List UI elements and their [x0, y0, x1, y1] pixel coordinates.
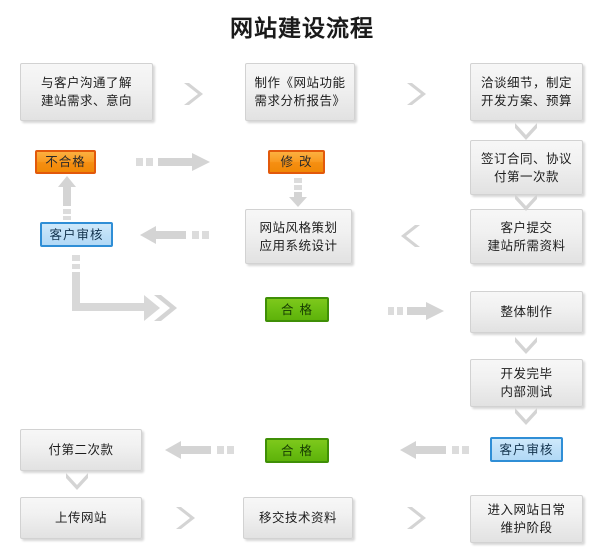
process-node-4: 签订合同、协议 付第一次款 [470, 140, 583, 195]
page-title: 网站建设流程 [230, 16, 374, 42]
node-line: 移交技术资料 [258, 510, 337, 525]
node-line: 应用系统设计 [259, 237, 338, 253]
status-badge-modify: 修 改 [268, 150, 325, 174]
process-node-3: 洽谈细节，制定 开发方案、预算 [470, 63, 583, 121]
process-node-12: 进入网站日常 维护阶段 [470, 495, 583, 543]
node-line: 洽谈细节，制定 [480, 75, 572, 90]
status-badge-client-review-2: 客户审核 [490, 437, 563, 462]
status-badge-client-review-1: 客户审核 [40, 222, 113, 247]
node-line: 维护阶段 [500, 520, 553, 535]
node-line: 内部测试 [500, 384, 553, 399]
node-line: 进入网站日常 [487, 502, 566, 517]
connector-chevron-right-1 [180, 80, 206, 108]
node-line: 制作《网站功能 [254, 75, 346, 90]
connector-arrow-right-modify [136, 151, 212, 173]
connector-chevron-down-5 [63, 469, 91, 493]
node-line: 网站风格策划 [259, 219, 338, 235]
connector-arrow-left-pass2 [400, 439, 478, 461]
connector-chevron-down-1 [512, 119, 540, 143]
node-line: 付第一次款 [493, 168, 559, 184]
process-node-7: 整体制作 [470, 291, 583, 333]
node-line: 开发完毕 [500, 366, 553, 381]
connector-chevron-down-4 [512, 404, 540, 428]
node-line: 上传网站 [54, 510, 107, 525]
node-line: 与客户沟通了解 [40, 75, 132, 90]
process-node-2: 制作《网站功能 需求分析报告》 [245, 63, 355, 121]
node-line: 客户提交 [500, 219, 553, 235]
process-node-9: 付第二次款 [20, 429, 142, 471]
process-node-10: 上传网站 [20, 497, 142, 539]
connector-chevron-down-3 [512, 333, 540, 357]
node-line: 建站所需资料 [487, 237, 566, 253]
connector-chevron-right-4 [403, 504, 429, 532]
status-badge-pass-2: 合 格 [265, 438, 329, 463]
node-line: 整体制作 [500, 304, 553, 319]
status-badge-fail: 不合格 [35, 150, 96, 174]
connector-chevron-down-2 [512, 190, 540, 214]
process-node-5: 客户提交 建站所需资料 [470, 209, 583, 264]
connector-arrow-up-fail [56, 176, 78, 220]
process-node-8: 开发完毕 内部测试 [470, 359, 583, 407]
connector-chevron-right-2 [403, 80, 429, 108]
node-line: 签订合同、协议 [480, 150, 572, 166]
status-badge-pass-1: 合 格 [265, 297, 329, 322]
process-node-11: 移交技术资料 [243, 497, 353, 539]
connector-arrow-right-produce [388, 300, 446, 322]
connector-chevron-left-1 [398, 221, 424, 251]
node-line: 建站需求、意向 [40, 93, 132, 108]
process-node-6: 网站风格策划 应用系统设计 [245, 209, 352, 264]
connector-arrow-left-payment2 [165, 439, 243, 461]
connector-arrow-down-modify [287, 178, 309, 208]
process-node-1: 与客户沟通了解 建站需求、意向 [20, 63, 153, 121]
connector-arrow-left-review [140, 224, 220, 246]
node-line: 付第二次款 [48, 442, 114, 457]
node-line: 需求分析报告》 [254, 93, 346, 108]
connector-elbow-review-pass [62, 255, 182, 321]
node-line: 开发方案、预算 [480, 93, 572, 108]
connector-chevron-right-3 [172, 504, 198, 532]
